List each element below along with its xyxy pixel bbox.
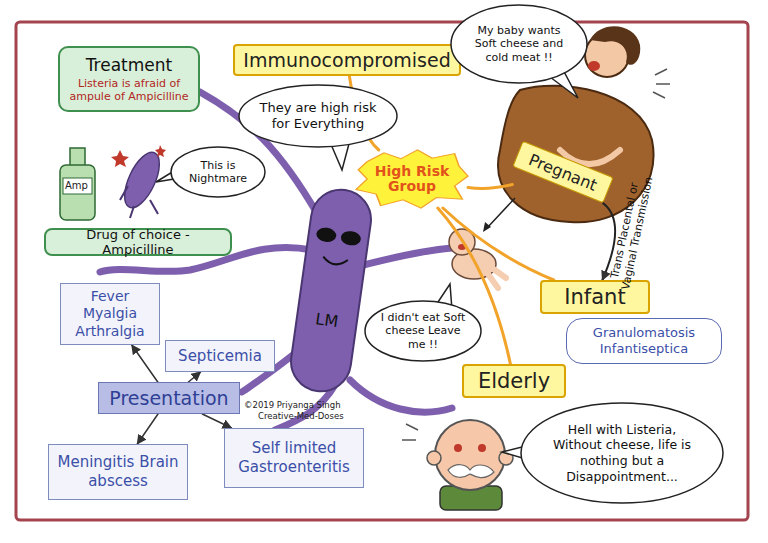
bottle-body [60, 165, 95, 220]
bottle-label [63, 178, 92, 194]
speech-bubble: My baby wants Soft cheese and cold meat … [450, 4, 588, 84]
copyright-note: Creative-Med-Doses [258, 411, 344, 421]
speech-bubble: They are high risk for Everything [238, 84, 398, 148]
capsule-outline [286, 185, 376, 397]
connector [188, 372, 200, 382]
tentacle [350, 380, 452, 412]
bacterium-body: LM [286, 185, 376, 397]
hair [590, 26, 640, 65]
sunglass [315, 226, 337, 243]
symptom-box: Fever Myalgia Arthralgia [60, 283, 160, 345]
node-text: I didn't eat Soft cheese Leave me !! [376, 311, 470, 351]
mustache [448, 465, 494, 478]
node-text: Elderly [478, 369, 550, 393]
bottle-neck [70, 148, 85, 166]
node-text: Immunocompromised [243, 49, 450, 71]
connector [132, 345, 158, 382]
condition-box: Granulomatosis Infantiseptica [566, 318, 722, 364]
limbs [120, 186, 158, 218]
frame [16, 22, 748, 520]
connector [468, 185, 512, 189]
mouth [588, 61, 600, 71]
node-text: Drug of choice - Ampicilline [51, 227, 225, 257]
puff [402, 424, 418, 440]
node-text: High Risk Group [366, 164, 458, 195]
symptom-box: Self limited Gastroenteritis [224, 428, 364, 488]
connector [443, 208, 554, 280]
node-text: Granulomatosis Infantiseptica [572, 325, 716, 358]
node-text: Septicemia [178, 347, 262, 366]
treatment-box: TreatmentListeria is afraid of ampule of… [58, 46, 200, 112]
risk-group-burst: High Risk Group [356, 150, 468, 208]
old-man [402, 420, 513, 510]
speech-bubble: This is Nightmare [170, 146, 266, 198]
bubble-outline [521, 403, 723, 503]
node-text: Listeria is afraid of ampule of Ampicill… [66, 77, 192, 103]
node-text: Presentation [109, 387, 228, 409]
bubble-outline [239, 85, 397, 147]
symptom-box: Meningitis Brain abscess [48, 444, 188, 500]
arrow-head [483, 222, 491, 232]
bottle-label-text: Amp [65, 180, 88, 191]
node-text: Hell with Listeria, Without cheese, life… [542, 422, 702, 485]
node-text: Self limited Gastroenteritis [230, 439, 358, 477]
presentation-box: Presentation [98, 382, 240, 414]
risk-group-box: Elderly [462, 364, 566, 398]
node-text: Meningitis Brain abscess [54, 453, 182, 491]
symptom-box: Septicemia [165, 340, 275, 372]
leader-arrow [487, 198, 515, 228]
ampoule [60, 148, 95, 220]
connector [137, 414, 158, 444]
head [435, 420, 505, 490]
bubble-outline [171, 147, 265, 197]
burst-outline [356, 150, 468, 208]
node-text: This is Nightmare [180, 159, 256, 185]
star [155, 145, 166, 157]
speech-bubble: I didn't eat Soft cheese Leave me !! [364, 300, 482, 362]
node-text: They are high risk for Everything [256, 100, 380, 133]
puff [653, 69, 670, 98]
drug-box: Drug of choice - Ampicilline [44, 228, 232, 256]
speech-bubble: Hell with Listeria, Without cheese, life… [520, 402, 724, 504]
capsule-outline [287, 186, 375, 395]
star [111, 150, 129, 167]
node-text: Fever Myalgia Arthralgia [66, 288, 154, 341]
node-text: LM [314, 309, 339, 331]
sunglass [340, 230, 362, 247]
risk-group-box: Infant [540, 280, 650, 314]
baby-legs [488, 268, 506, 288]
connector [202, 414, 231, 428]
eye [454, 444, 462, 452]
smile [322, 257, 347, 266]
bubble-outline [451, 5, 587, 83]
node-text: Infant [564, 285, 625, 309]
risk-group-box: Immunocompromised [233, 44, 461, 76]
ear [427, 451, 441, 465]
copyright-note: ©2019 Priyanga Singh [244, 400, 341, 410]
node-heading: Treatment [86, 55, 173, 75]
bubble-outline [365, 301, 481, 361]
eye [478, 444, 486, 452]
node-text: My baby wants Soft cheese and cold meat … [466, 24, 572, 64]
